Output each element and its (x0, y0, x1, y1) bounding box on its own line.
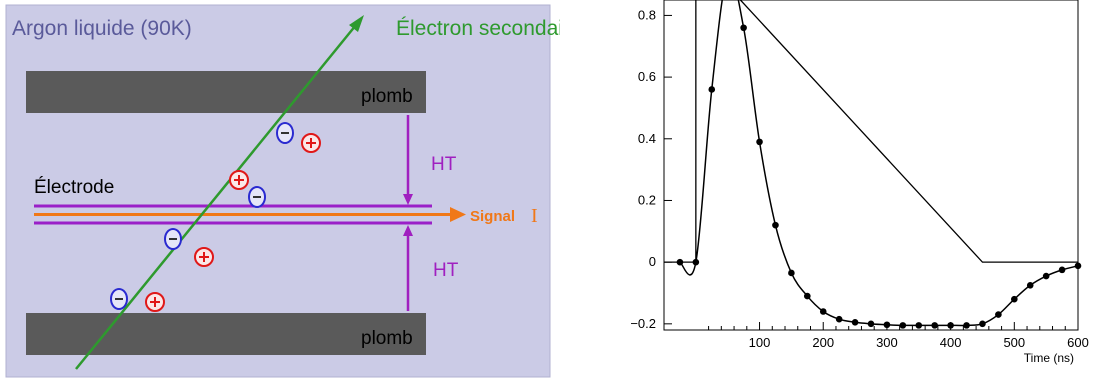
x-tick-label: 200 (812, 335, 834, 350)
negative-charge (164, 228, 182, 250)
shaped-series-point (931, 322, 938, 329)
shaped-series-point (851, 318, 859, 326)
x-tick-label: 400 (940, 335, 962, 350)
shaped-series-point (1026, 281, 1034, 289)
shaped-series-point (835, 315, 843, 323)
signal-current-symbol: I (531, 205, 538, 227)
electron-label: Électron secondaire (396, 17, 560, 40)
diagram-title: Argon liquide (90K) (12, 17, 192, 40)
signal-shape-chart: 100 200 300 400 500 600 0.8 0.6 0.4 0.2 0 −0.2 Time… (630, 0, 1089, 365)
shaped-series-point (1074, 262, 1082, 270)
top-lead-plate (26, 71, 426, 113)
plot-frame (663, 0, 1079, 331)
x-tick-label: 300 (876, 335, 898, 350)
shaped-series-point (883, 321, 891, 329)
shaped-series-point (804, 292, 811, 300)
chart-series (664, 0, 1082, 329)
shaped-series-point (676, 258, 684, 266)
shaped-series-point (947, 322, 954, 329)
hv-arrow-bottom-head (403, 225, 413, 236)
negative-charge (248, 186, 266, 208)
shaped-series-point (867, 320, 875, 328)
x-tick-label: 100 (749, 335, 771, 350)
y-tick-label: 0.8 (638, 7, 656, 22)
shaped-series-point (995, 311, 1002, 318)
negative-charge (276, 122, 294, 144)
shaped-series-point (915, 322, 923, 329)
shaped-series-point (963, 322, 970, 329)
shaped-series-point (1011, 295, 1018, 303)
shaped-series-point (1042, 272, 1050, 280)
negative-charge (110, 288, 128, 310)
shaped-series-point (772, 221, 779, 229)
y-tick-label: 0.6 (638, 69, 656, 84)
y-tick-label: 0.2 (638, 192, 656, 207)
signal-label: Signal (470, 208, 515, 225)
positive-charge (301, 133, 321, 153)
electron-track (75, 24, 357, 370)
shaped-series-point (740, 24, 747, 32)
ionization-charges (110, 122, 321, 312)
x-tick-label: 500 (1003, 335, 1025, 350)
shaped-series-point (899, 322, 907, 329)
positive-charge (194, 247, 214, 267)
shaped-series-point (692, 258, 700, 266)
bottom-plate-label: plomb (361, 328, 413, 349)
hv-arrow-top-head (403, 194, 413, 205)
x-tick-label: 600 (1067, 335, 1089, 350)
axis-ticks: 100 200 300 400 500 600 0.8 0.6 0.4 0.2 0 −0.2 (630, 7, 1089, 350)
positive-charge (145, 292, 165, 312)
y-tick-label: 0 (649, 254, 656, 269)
electrode-label: Électrode (34, 177, 114, 198)
shaped-series-point (788, 269, 795, 277)
y-tick-label: 0.4 (638, 131, 656, 146)
shaped-series-point (819, 308, 827, 315)
hv-label-top: HT (431, 154, 457, 175)
hv-label-bottom: HT (433, 260, 459, 281)
y-tick-label: −0.2 (630, 316, 656, 331)
shaped-series-point (708, 86, 716, 93)
positive-charge (229, 170, 249, 190)
shaped-series-point (756, 138, 763, 146)
shaped-series-point (979, 320, 986, 328)
signal-arrow-head (450, 207, 466, 222)
shaped-series-point (1058, 266, 1066, 274)
triangle-series-line (664, 0, 1078, 263)
argon-cell-diagram: Argon liquide (90K) Électron secondaire … (5, 4, 560, 378)
shaped-series-line (679, 0, 1078, 327)
top-plate-label: plomb (361, 86, 413, 107)
x-axis-label: Time (ns) (1024, 351, 1074, 365)
electron-track-arrow-head (349, 15, 364, 32)
